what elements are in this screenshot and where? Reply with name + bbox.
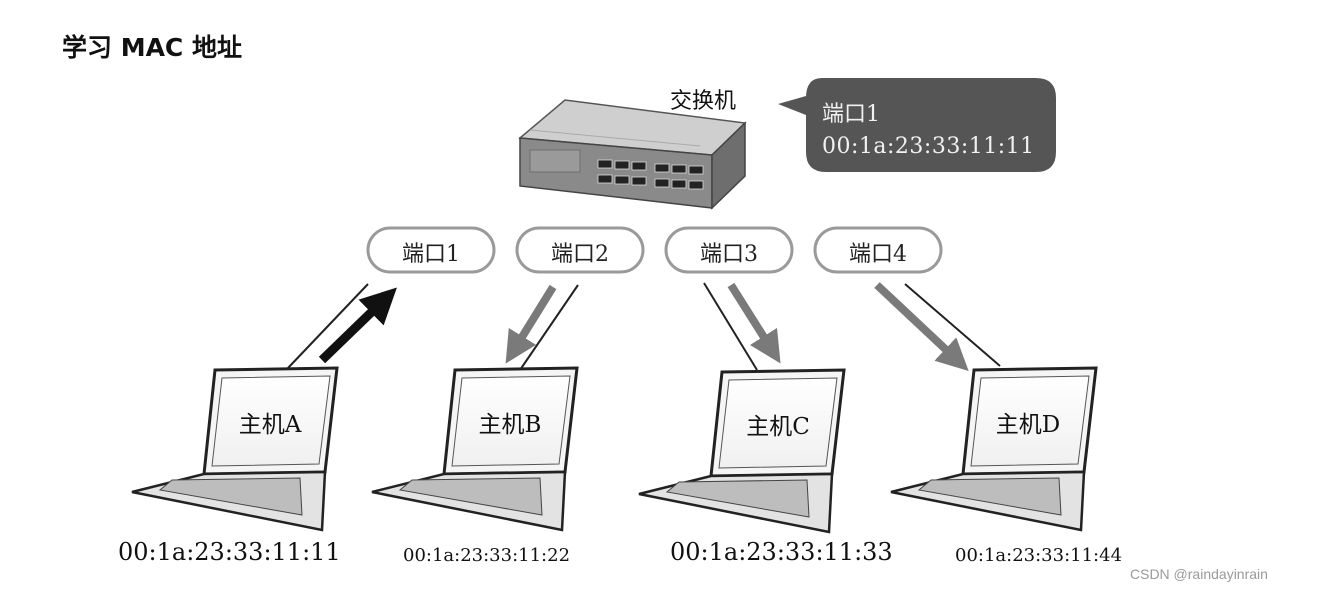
mac-table-bubble [778, 78, 1056, 172]
link-c [703, 282, 758, 371]
arrow-a-to-port1 [318, 287, 397, 364]
host-mac-b: 00:1a:23:33:11:22 [403, 545, 571, 566]
switch-device [518, 99, 747, 210]
switch-ports [597, 159, 704, 190]
diagram-title: 学习 MAC 地址 [62, 33, 242, 62]
laptop-b [371, 366, 579, 532]
host-label-c: 主机C [746, 414, 810, 440]
host-label-d: 主机D [995, 412, 1061, 438]
arrow-port2-to-b [505, 284, 557, 364]
bubble-port-label: 端口1 [822, 102, 880, 127]
port-label-2: 端口2 [551, 242, 609, 267]
host-mac-a: 00:1a:23:33:11:11 [118, 538, 341, 566]
port-oval-4 [813, 226, 943, 274]
link-a [287, 283, 369, 369]
laptop-d [890, 366, 1098, 532]
host-mac-c: 00:1a:23:33:11:33 [670, 538, 893, 566]
port-label-1: 端口1 [402, 242, 460, 267]
links [287, 282, 1001, 371]
watermark: CSDN @raindayinrain [1130, 566, 1268, 582]
bubble-mac-address: 00:1a:23:33:11:11 [822, 134, 1035, 159]
arrow-port3-to-c [727, 282, 781, 364]
port-ovals [366, 226, 943, 274]
host-label-a: 主机A [238, 412, 302, 438]
port-oval-1 [366, 226, 496, 274]
link-d [904, 283, 1001, 367]
switch-label: 交换机 [670, 89, 737, 114]
host-label-b: 主机B [478, 412, 542, 438]
arrow-port4-to-d [874, 282, 969, 371]
port-label-4: 端口4 [849, 242, 907, 267]
laptop-a [131, 366, 339, 532]
host-mac-d: 00:1a:23:33:11:44 [955, 545, 1123, 566]
port-oval-2 [515, 226, 645, 274]
port-label-3: 端口3 [700, 242, 758, 267]
laptop-c [638, 368, 846, 534]
port-oval-3 [664, 226, 794, 274]
